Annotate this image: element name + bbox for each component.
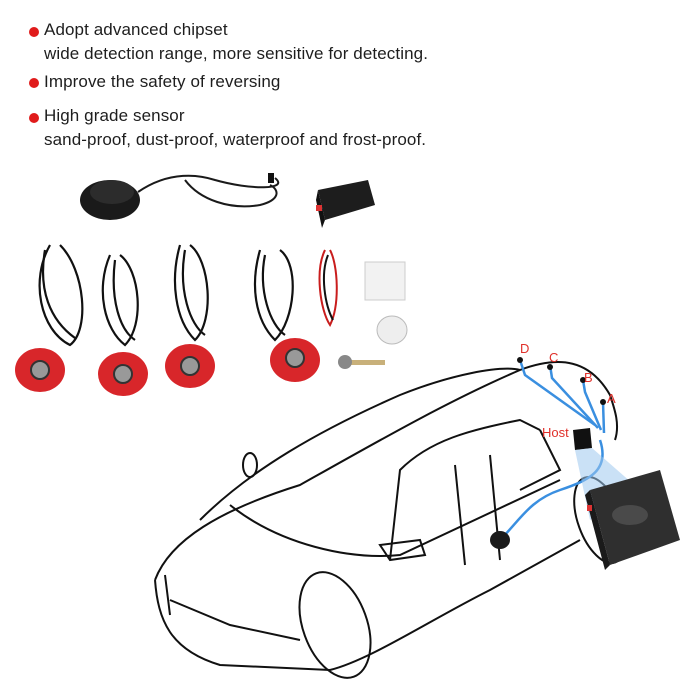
control-box-icon xyxy=(316,180,375,228)
bullet-icon xyxy=(29,78,39,88)
hole-saw-icon xyxy=(338,355,385,369)
sensor-label-d: D xyxy=(520,341,530,356)
feature-title: Improve the safety of reversing xyxy=(44,72,281,91)
feature-title: High grade sensor xyxy=(44,106,185,125)
sensor-label-a: A xyxy=(607,391,616,406)
door-buzzer-icon xyxy=(490,531,510,549)
host-module-icon xyxy=(573,428,592,450)
adhesive-pad-icon xyxy=(364,261,406,301)
sensor-cable-coils xyxy=(38,244,294,347)
feature-detail: sand-proof, dust-proof, waterproof and f… xyxy=(44,130,427,149)
feature-title: Adopt advanced chipset xyxy=(44,20,228,39)
bullet-icon xyxy=(29,113,39,123)
sensor-point-icons xyxy=(517,357,606,405)
module-box-icon xyxy=(585,470,680,570)
car-outline xyxy=(154,361,627,679)
host-label: Host xyxy=(542,425,569,440)
sensor-label-c: C xyxy=(549,350,559,365)
bullet-icon xyxy=(29,27,39,37)
adhesive-disc-icon xyxy=(376,315,408,345)
sensor-icons xyxy=(15,338,320,396)
feature-detail: wide detection range, more sensitive for… xyxy=(44,44,429,63)
power-wire-icon xyxy=(318,249,338,327)
buzzer-icon xyxy=(80,173,279,220)
sensor-label-b: B xyxy=(584,370,593,385)
